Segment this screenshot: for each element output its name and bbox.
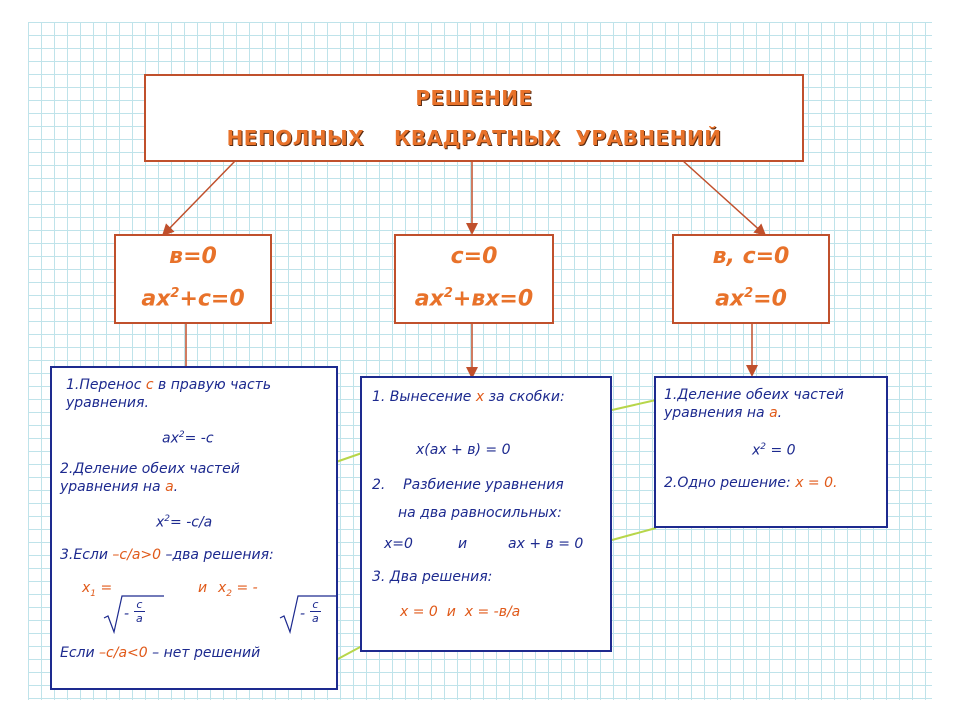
- case-box-c-zero: c=0 ax2+вx=0: [394, 234, 554, 324]
- step-1: 1. Вынесение x за скобки:: [372, 389, 565, 405]
- step-3: 3.Если –c/a>0 –два решения:: [60, 547, 274, 563]
- sqrt-x2: - c a: [278, 594, 340, 634]
- solution-box-b-zero: 1.Перенос c в правую часть уравнения. ax…: [50, 366, 338, 690]
- title-line-1: РЕШЕНИЕ: [415, 86, 533, 110]
- case-condition: в=0: [169, 244, 217, 269]
- equation-1: x2 = 0: [752, 442, 796, 459]
- step-3: 3. Два решения:: [372, 569, 493, 585]
- green-connector: [611, 527, 657, 541]
- step-1: 1.Перенос c в правую часть уравнения.: [66, 377, 272, 411]
- title-box: РЕШЕНИЕ НЕПОЛНЫХ КВАДРАТНЫХ УРАВНЕНИЙ: [144, 74, 804, 162]
- arrow-title-to-case3: [681, 159, 767, 237]
- step-2: 2.Деление обеих частей уравнения на a.: [60, 461, 240, 495]
- case-box-bc-zero: в, c=0 ax2=0: [672, 234, 830, 324]
- title-line-2: НЕПОЛНЫХ КВАДРАТНЫХ УРАВНЕНИЙ: [226, 126, 722, 150]
- solutions: x = 0 и x = -в/a: [400, 604, 521, 620]
- solution-box-c-zero: 1. Вынесение x за скобки: x(ax + в) = 0 …: [360, 376, 612, 652]
- equation-1: ax2= -c: [162, 430, 214, 447]
- equation-2: x2= -c/a: [156, 514, 213, 531]
- root-x2: x2 = -: [218, 580, 258, 599]
- arrow-title-to-case1: [161, 159, 237, 237]
- sqrt-x1: - c a: [102, 594, 164, 634]
- green-connector: [611, 399, 657, 411]
- split-left: x=0: [384, 536, 413, 552]
- case-equation: ax2+вx=0: [414, 286, 534, 312]
- root-x1: x1 =: [82, 580, 113, 599]
- green-connector: [335, 452, 363, 463]
- equation-1: x(ax + в) = 0: [416, 442, 511, 458]
- case-condition: c=0: [450, 244, 498, 269]
- step-2-cont: на два равносильных:: [398, 505, 562, 521]
- step-2: 2.Одно решение: x = 0.: [664, 475, 838, 491]
- case-equation: ax2=0: [715, 286, 787, 312]
- step-1: 1.Деление обеих частей уравнения на a.: [664, 387, 844, 421]
- step-2: 2. Разбиение уравнения: [372, 477, 564, 493]
- and-label: и: [198, 580, 208, 596]
- case-condition: в, c=0: [712, 244, 790, 269]
- case-equation: ax2+c=0: [141, 286, 245, 312]
- solution-box-bc-zero: 1.Деление обеих частей уравнения на a. x…: [654, 376, 888, 528]
- green-connector: [335, 645, 363, 661]
- step-4: Если –c/a<0 – нет решений: [60, 645, 261, 661]
- split-and: и: [458, 536, 468, 552]
- case-box-b-zero: в=0 ax2+c=0: [114, 234, 272, 324]
- split-right: ax + в = 0: [508, 536, 584, 552]
